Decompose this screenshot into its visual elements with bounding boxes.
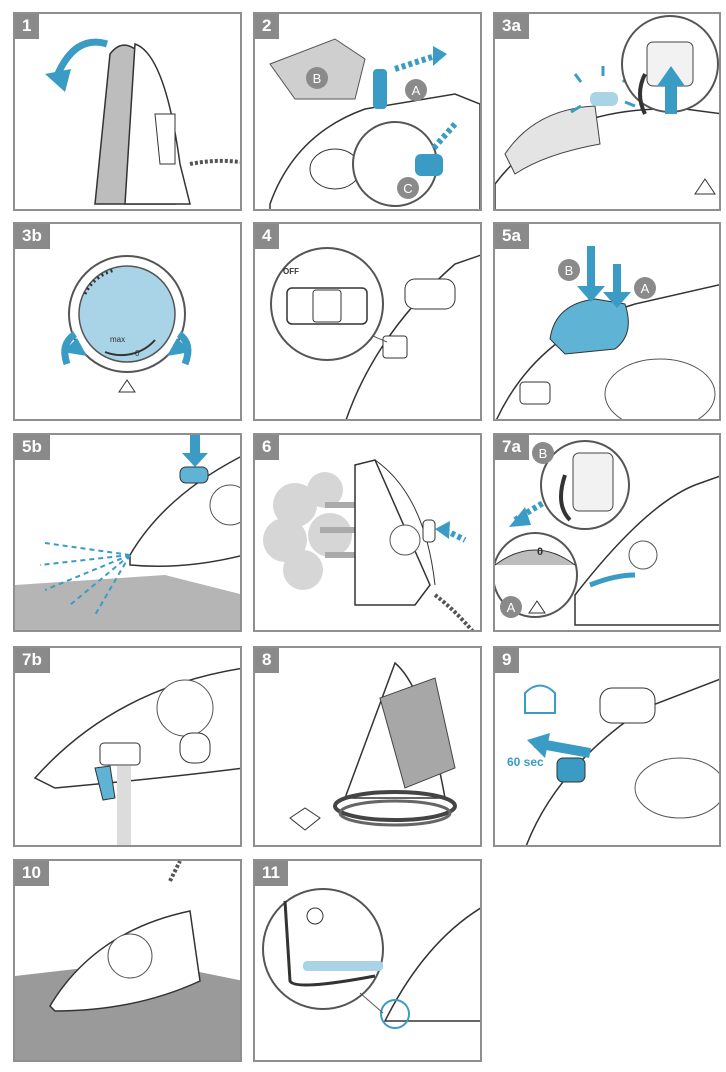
pointer-triangle-icon — [118, 379, 136, 393]
steam-cloud-icon — [263, 472, 352, 590]
step-5b-panel: 5b — [13, 433, 242, 632]
dial-max-label: max — [110, 335, 125, 344]
empty-water-illustration — [33, 667, 240, 845]
step-7a-panel: 7a B 0 A — [493, 433, 721, 632]
step-label: 3a — [495, 14, 529, 39]
step-4-panel: 4 OFF — [253, 222, 482, 421]
self-clean-button-icon — [556, 757, 586, 783]
iron-on-fabric-illustration — [15, 861, 240, 1060]
soleplate-tip-illustration — [262, 888, 480, 1029]
rotate-right-arrow-icon — [167, 338, 191, 356]
temperature-dial-icon — [78, 265, 176, 363]
temperature-dial-illustration: 0 max — [61, 255, 192, 393]
step-label: 6 — [255, 435, 280, 460]
steam-boost-illustration: B A — [496, 246, 719, 419]
unplug-illustration: B 0 A — [495, 440, 719, 626]
callout-b: B — [565, 263, 574, 278]
boost-buttons-icon — [549, 298, 629, 355]
self-clean-illustration: 60 sec — [507, 678, 719, 845]
step-3a-panel: 3a — [493, 12, 721, 211]
step-label: 1 — [15, 14, 40, 39]
step-6-panel: 6 — [253, 433, 482, 632]
step-label: 4 — [255, 224, 280, 249]
step-2-panel: 2 B A C — [253, 12, 482, 211]
step-8-panel: 8 — [253, 646, 482, 847]
step-9-panel: 9 60 sec — [493, 646, 721, 847]
step-label: 7a — [495, 435, 529, 460]
step-label: 5a — [495, 224, 529, 249]
spray-mist-icon — [39, 542, 131, 616]
switch-off-label: OFF — [283, 267, 299, 276]
steam-control-illustration: OFF — [270, 247, 480, 419]
coiled-cord-icon — [338, 799, 452, 827]
step-3b-panel: 3b 0 max — [13, 222, 242, 421]
callout-a: A — [412, 83, 421, 98]
unplug-arrow-icon — [509, 507, 531, 527]
step-label: 10 — [15, 861, 49, 886]
dial-zero-label: 0 — [537, 546, 543, 558]
step-label: 7b — [15, 648, 50, 673]
plug-in-illustration — [495, 15, 719, 209]
rotate-arrow-icon — [53, 38, 109, 78]
spray-illustration — [15, 435, 240, 630]
step-label: 2 — [255, 14, 280, 39]
step-7b-panel: 7b — [13, 646, 242, 847]
up-arrow-icon — [665, 84, 677, 114]
slide-arrow-icon — [527, 733, 550, 758]
callout-a: A — [507, 600, 516, 615]
step-label: 11 — [255, 861, 288, 886]
soleplate-tip-icon — [303, 961, 383, 971]
step-label: 5b — [15, 435, 50, 460]
press-arrow-icon — [182, 453, 208, 467]
vertical-steam-illustration — [263, 459, 475, 630]
step-10-panel: 10 — [13, 859, 242, 1062]
indicator-light-icon — [590, 92, 618, 106]
step-label: 9 — [495, 648, 520, 673]
callout-b: B — [539, 446, 548, 461]
storage-illustration — [289, 661, 457, 831]
water-stream-icon — [117, 766, 131, 845]
callout-c: C — [403, 181, 412, 196]
step-5a-panel: 5a B A — [493, 222, 721, 421]
water-inlet-flap-icon — [373, 69, 387, 109]
callout-a: A — [641, 281, 650, 296]
step-11-panel: 11 — [253, 859, 482, 1062]
rotate-left-arrow-icon — [63, 338, 87, 356]
step-label: 3b — [15, 224, 50, 249]
soleplate-icon — [524, 684, 556, 714]
step-label: 8 — [255, 648, 280, 673]
press-arrow-icon — [577, 286, 605, 302]
timer-label: 60 sec — [507, 755, 544, 769]
callout-b: B — [313, 71, 322, 86]
iron-upright-illustration — [45, 38, 240, 205]
fill-water-illustration: B A C — [269, 38, 480, 209]
step-1-panel: 1 — [13, 12, 242, 211]
dial-zero-label: 0 — [135, 349, 140, 358]
